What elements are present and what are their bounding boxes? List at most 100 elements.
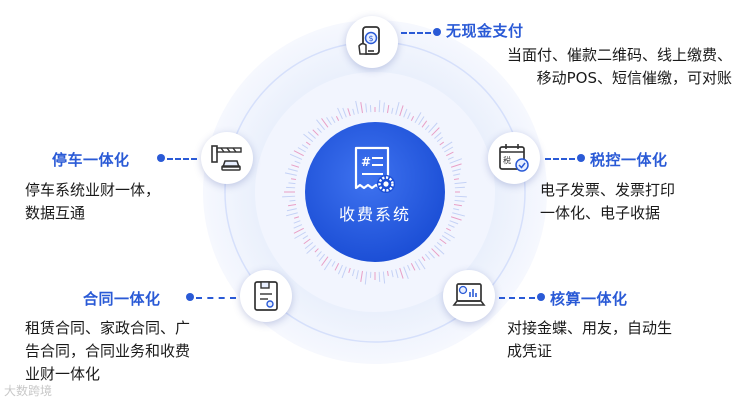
tick-mark [317,127,322,133]
accounting-desc-line: 成凭证 [507,342,553,360]
tick-mark [391,107,394,114]
tick-mark [291,164,300,168]
tick-mark [293,227,304,234]
connector-dot-cashless [433,28,441,36]
tick-mark [301,144,309,149]
tick-mark [453,208,460,211]
tick-mark [431,127,440,136]
tick-mark [439,141,445,146]
tick-mark [410,263,416,271]
tick-mark [286,208,297,212]
tick-mark [439,238,447,245]
tick-mark [316,251,322,257]
tick-mark [306,245,316,254]
tick-mark [410,116,415,121]
tick-mark [453,204,462,207]
tick-mark [351,269,355,277]
connector-tax [545,158,575,160]
tick-mark [360,270,363,282]
tick-mark [449,220,459,225]
tick-mark [421,120,428,128]
connector-dot-parking [157,154,165,162]
tax-desc-line: 电子发票、发票打印 [540,181,676,199]
tick-mark [453,173,461,176]
tick-mark [444,231,455,239]
tick-mark [286,212,298,217]
tick-mark [294,160,301,164]
tick-mark [293,220,301,224]
tick-ring [282,100,467,285]
tick-mark [431,248,440,257]
connector-dot-accounting [537,293,545,301]
tick-mark [290,178,297,180]
tick-mark [399,267,404,279]
tick-mark [453,178,460,180]
tick-mark [454,199,465,202]
tick-mark [282,195,296,198]
tick-mark [307,131,316,139]
tick-mark [347,108,351,117]
tick-mark [294,231,306,239]
tick-mark [284,172,297,176]
cashless-desc-line: 移动POS、短信催缴，可对账 [536,69,732,87]
tick-mark [436,241,443,247]
tick-mark [335,116,340,121]
tick-mark [446,227,451,232]
connector-cashless [401,32,431,34]
center-label: 收费系统 [338,205,411,224]
tick-mark [436,136,443,143]
phone-payment-icon: $ [358,26,380,55]
contract-document-icon [254,281,278,311]
tick-mark [407,264,411,271]
tick-mark [297,147,306,153]
tick-mark [454,195,467,198]
tick-mark [418,258,426,270]
tick-mark [414,112,422,123]
tick-mark [326,117,332,126]
tick-mark [331,261,336,267]
tick-mark [395,269,399,279]
tick-mark [449,158,463,164]
tick-mark [399,105,404,117]
tick-mark [318,253,326,262]
cashless-title: 无现金支付 [446,22,524,40]
tick-mark [452,212,465,217]
contract-desc-line: 业财一体化 [25,365,101,383]
node-parking[interactable] [201,132,253,184]
contract-desc-line: 告合同，合同业务和收费 [25,342,191,360]
tick-mark [382,102,385,113]
tick-mark [387,105,390,114]
node-tax[interactable]: 税 [488,132,540,184]
tax-desc: 电子发票、发票打印 一体化、电子收据 [540,179,675,225]
tick-mark [323,258,332,271]
connector-contract [196,297,236,299]
tick-mark [403,266,409,280]
tick-mark [434,132,442,139]
node-cashless[interactable]: $ [346,16,398,68]
node-contract[interactable] [240,270,292,322]
node-accounting[interactable] [443,270,495,322]
tick-mark [441,235,451,242]
tick-mark [304,241,314,250]
tick-mark [348,267,351,273]
tick-mark [356,270,359,280]
tick-mark [314,248,319,253]
tick-mark [403,108,408,118]
tick-mark [303,133,314,143]
tick-mark [434,245,445,255]
connector-dot-contract [186,293,194,301]
tick-mark [360,102,363,114]
tick-mark [337,264,343,275]
tick-mark [288,182,296,185]
parking-desc-line: 停车系统业财一体， [25,181,161,199]
tick-mark [302,235,309,240]
tick-mark [293,150,304,157]
contract-title: 合同一体化 [83,290,161,308]
tick-mark [382,271,386,284]
tick-mark [450,216,462,221]
contract-desc-line: 租赁合同、家政合同、广 [25,319,191,337]
parking-barrier-icon [211,145,242,171]
accounting-desc-line: 对接金蝶、用友，自动生 [507,319,673,337]
